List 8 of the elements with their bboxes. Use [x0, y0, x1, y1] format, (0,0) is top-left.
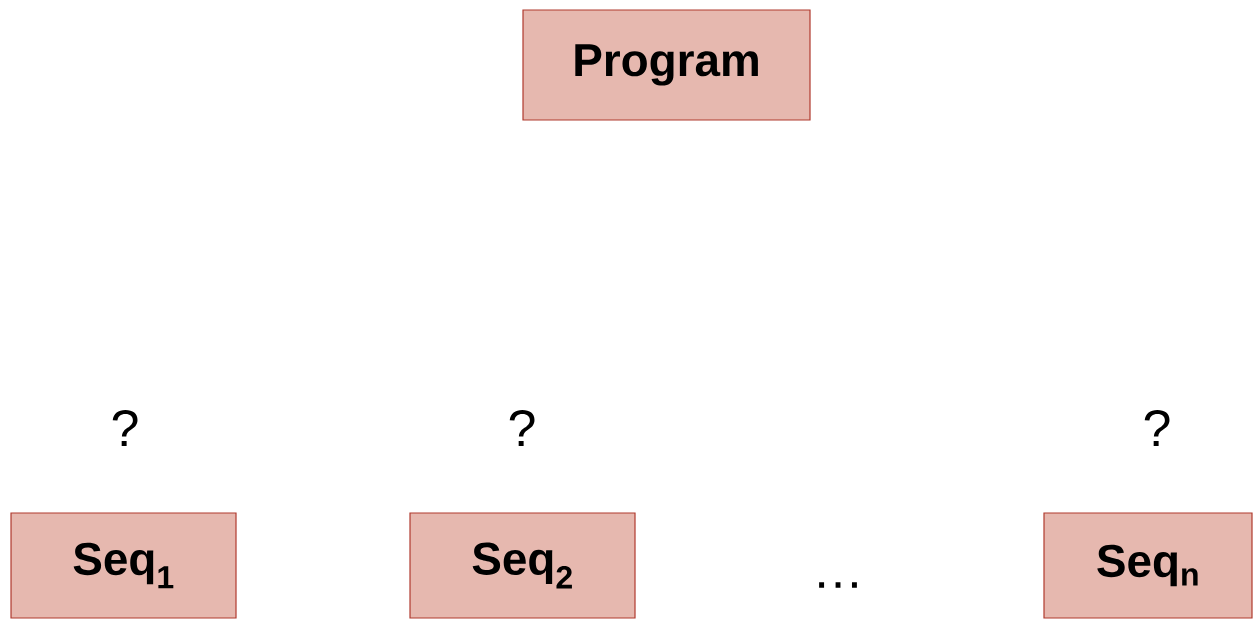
text-label: ?	[112, 409, 138, 447]
process-box: Program	[522, 9, 811, 121]
text-label: ?	[509, 409, 535, 447]
process-box: Seq$_{2}$	[409, 512, 636, 619]
process-box: Seq$_{n}$	[1043, 512, 1253, 619]
process-box: Seq$_{1}$	[10, 512, 237, 619]
text-label: …	[819, 582, 857, 588]
text-label: ?	[1144, 409, 1170, 447]
